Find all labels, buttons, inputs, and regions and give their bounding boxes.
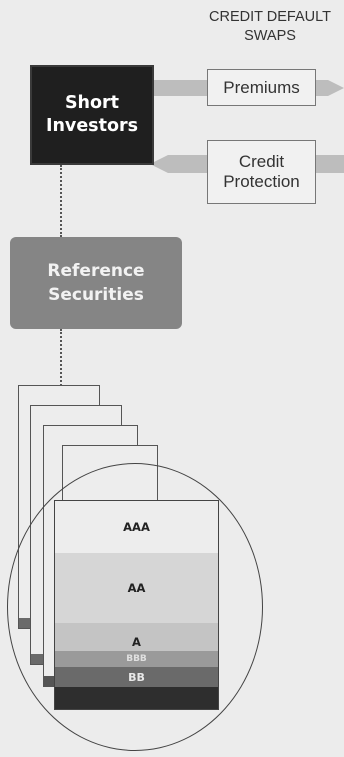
header-line-1: CREDIT DEFAULT [209, 9, 331, 25]
credit-protection-line-1: Credit [238, 152, 285, 171]
reference-securities-box: Reference Securities [10, 237, 182, 329]
magnify-circle [7, 463, 263, 751]
credit-protection-line-2: Protection [223, 172, 300, 191]
reference-securities-line-2: Securities [48, 285, 144, 305]
premiums-box: Premiums [207, 69, 316, 106]
short-investors-line-1: Short [64, 93, 120, 113]
connector-securities-to-tranches [60, 329, 62, 389]
reference-securities-line-1: Reference [47, 261, 145, 281]
credit-protection-box: Credit Protection [207, 140, 316, 204]
connector-investors-to-securities [60, 165, 62, 237]
header-line-2: SWAPS [244, 28, 296, 44]
short-investors-box: Short Investors [30, 65, 154, 165]
credit-default-swaps-header: CREDIT DEFAULT SWAPS [190, 8, 344, 46]
premiums-label: Premiums [223, 77, 300, 97]
short-investors-line-2: Investors [45, 116, 139, 136]
